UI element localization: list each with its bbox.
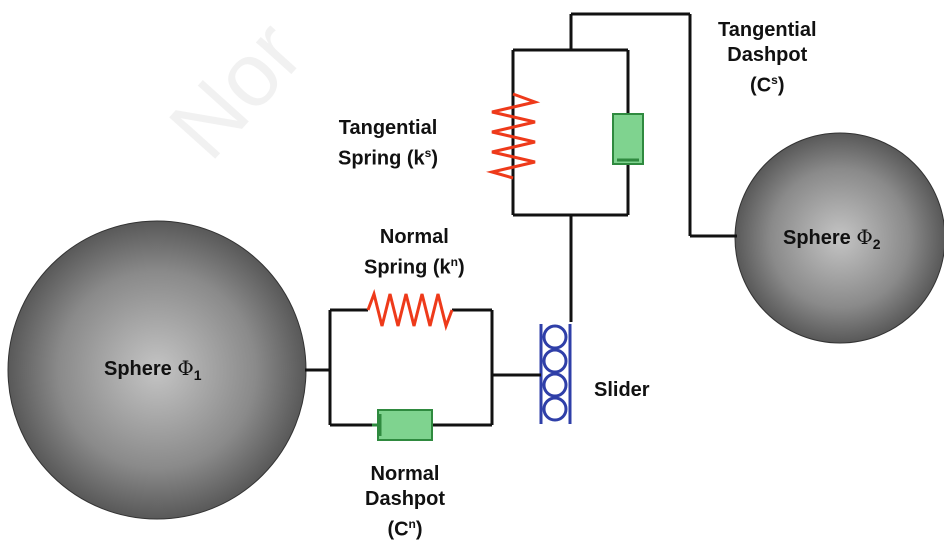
phi-symbol: Φ (177, 356, 194, 380)
sphere-2-index: 2 (872, 236, 881, 252)
tangential-dashpot-line3: (Cs) (750, 73, 785, 97)
normal-dashpot-icon (372, 409, 433, 441)
sphere-2-text: Sphere (783, 227, 857, 249)
slider-icon (532, 324, 572, 424)
sphere-1-label: Sphere Φ1 (104, 356, 202, 388)
tangential-dashpot-icon (612, 113, 644, 165)
normal-spring-label: Normal Spring (kn) (364, 225, 465, 281)
sphere-2-label: Sphere Φ2 (783, 225, 881, 257)
tangential-dashpot-line1: Tangential (718, 19, 817, 41)
slider-label: Slider (594, 379, 650, 401)
tangential-spring-icon (486, 88, 541, 180)
phi-symbol: Φ (856, 225, 873, 249)
sphere-1-index: 1 (193, 367, 202, 383)
normal-dashpot-line1: Normal (370, 463, 440, 485)
sphere-1-text: Sphere (104, 358, 178, 380)
tangential-dashpot-label: Tangential Dashpot (Cs) (718, 18, 817, 99)
normal-spring-line1: Normal (379, 226, 449, 248)
normal-dashpot-label: Normal Dashpot (Cn) (365, 462, 445, 543)
tangential-spring-line1: Tangential (338, 117, 438, 139)
normal-spring-line2: Spring (kn) (364, 255, 465, 279)
sphere-2-icon (734, 132, 944, 344)
wires (305, 12, 737, 427)
normal-dashpot-line3: (Cn) (387, 517, 423, 541)
tangential-dashpot-line2: Dashpot (727, 44, 808, 66)
tangential-spring-line2: Spring (ks) (338, 146, 439, 170)
tangential-spring-label: Tangential Spring (ks) (338, 116, 438, 172)
normal-dashpot-line2: Dashpot (365, 488, 445, 510)
normal-spring-icon (366, 288, 454, 332)
